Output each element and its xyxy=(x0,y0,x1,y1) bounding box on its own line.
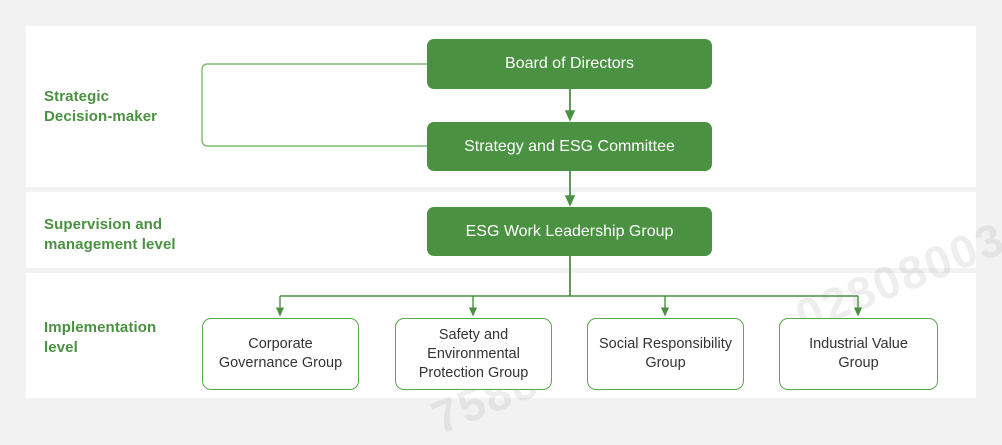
node-social-responsibility-group[interactable]: Social Responsibility Group xyxy=(587,318,744,390)
node-strategy-and-esg-committee[interactable]: Strategy and ESG Committee xyxy=(427,122,712,171)
node-esg-work-leadership-group[interactable]: ESG Work Leadership Group xyxy=(427,207,712,256)
level-label-implementation: Implementation level xyxy=(44,319,157,356)
node-safety-environmental-protection-group[interactable]: Safety and Environmental Protection Grou… xyxy=(395,318,552,390)
org-chart-diagram: 02808003 7588 Strategic Decision-maker S… xyxy=(26,26,1002,444)
node-corporate-governance-group[interactable]: Corporate Governance Group xyxy=(202,318,359,390)
level-label-supervision: Supervision and management level xyxy=(44,216,176,253)
level-label-strategic: Strategic Decision-maker xyxy=(44,88,158,125)
node-industrial-value-group[interactable]: Industrial Value Group xyxy=(779,318,938,390)
node-board-of-directors[interactable]: Board of Directors xyxy=(427,39,712,89)
